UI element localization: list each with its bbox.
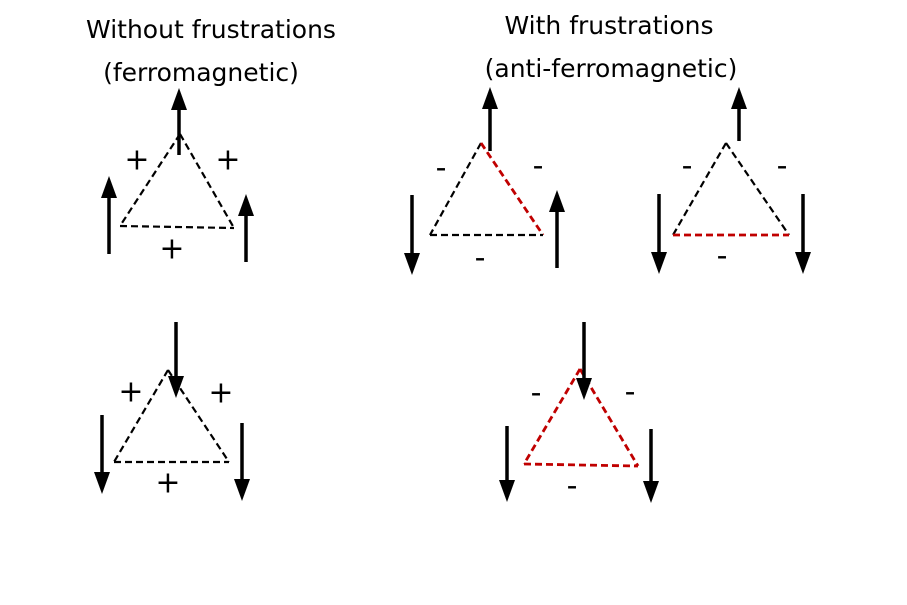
triangle-antiferro-1: - - - xyxy=(404,87,565,276)
bond-sign-left: - xyxy=(682,149,693,184)
bond-sign-left: - xyxy=(531,376,542,411)
bond-bottom-frustrated xyxy=(523,462,639,468)
bond-sign-right: - xyxy=(777,149,788,184)
bond-right-frustrated xyxy=(578,368,640,467)
spin-arrow-up-icon xyxy=(101,176,117,254)
bond-bottom xyxy=(119,224,235,230)
spin-arrow-down-icon xyxy=(404,195,420,275)
left-title-line2: (ferromagnetic) xyxy=(103,58,299,87)
bond-right xyxy=(167,369,230,463)
bond-sign-right: - xyxy=(625,375,636,410)
bond-left xyxy=(119,133,181,227)
bond-sign-right: - xyxy=(533,149,544,184)
bond-sign-left: - xyxy=(436,151,447,186)
right-title-line1: With frustrations xyxy=(504,11,714,40)
triangle-ferro-up: + + + xyxy=(101,88,254,267)
bond-sign-right: + xyxy=(215,143,240,178)
spin-arrow-up-icon xyxy=(482,87,498,151)
spin-arrow-down-icon xyxy=(234,423,250,501)
bond-sign-bottom: - xyxy=(717,239,728,274)
bond-sign-bottom: + xyxy=(155,466,180,501)
spin-arrow-down-icon xyxy=(795,194,811,274)
bond-sign-bottom: - xyxy=(567,469,578,504)
spin-arrow-down-icon xyxy=(643,429,659,503)
spin-arrow-down-icon xyxy=(168,322,184,398)
bond-right xyxy=(179,133,235,229)
bond-left xyxy=(429,142,482,236)
bond-sign-bottom: + xyxy=(159,232,184,267)
spin-arrow-down-icon xyxy=(499,426,515,502)
bond-sign-bottom: - xyxy=(475,241,486,276)
triangle-antiferro-3: - - - xyxy=(499,322,659,504)
bond-left-frustrated xyxy=(522,368,582,465)
spin-arrow-up-icon xyxy=(731,87,747,141)
spin-arrow-down-icon xyxy=(94,415,110,494)
spin-arrow-up-icon xyxy=(238,194,254,262)
triangle-ferro-down: + + + xyxy=(94,322,250,501)
spin-arrow-up-icon xyxy=(171,88,187,155)
left-title-line1: Without frustrations xyxy=(86,15,336,44)
spin-arrow-up-icon xyxy=(549,190,565,268)
right-title-line2: (anti-ferromagnetic) xyxy=(484,54,738,83)
bond-sign-left: + xyxy=(124,143,149,178)
bond-right-frustrated xyxy=(479,142,545,236)
bond-sign-right: + xyxy=(208,376,233,411)
bond-sign-left: + xyxy=(118,375,143,410)
bond-right xyxy=(725,142,790,236)
bond-left xyxy=(672,142,727,236)
spin-arrow-down-icon xyxy=(651,194,667,274)
bond-left xyxy=(113,369,169,463)
triangle-antiferro-2: - - - xyxy=(651,87,811,274)
spin-arrow-down-icon xyxy=(576,322,592,400)
